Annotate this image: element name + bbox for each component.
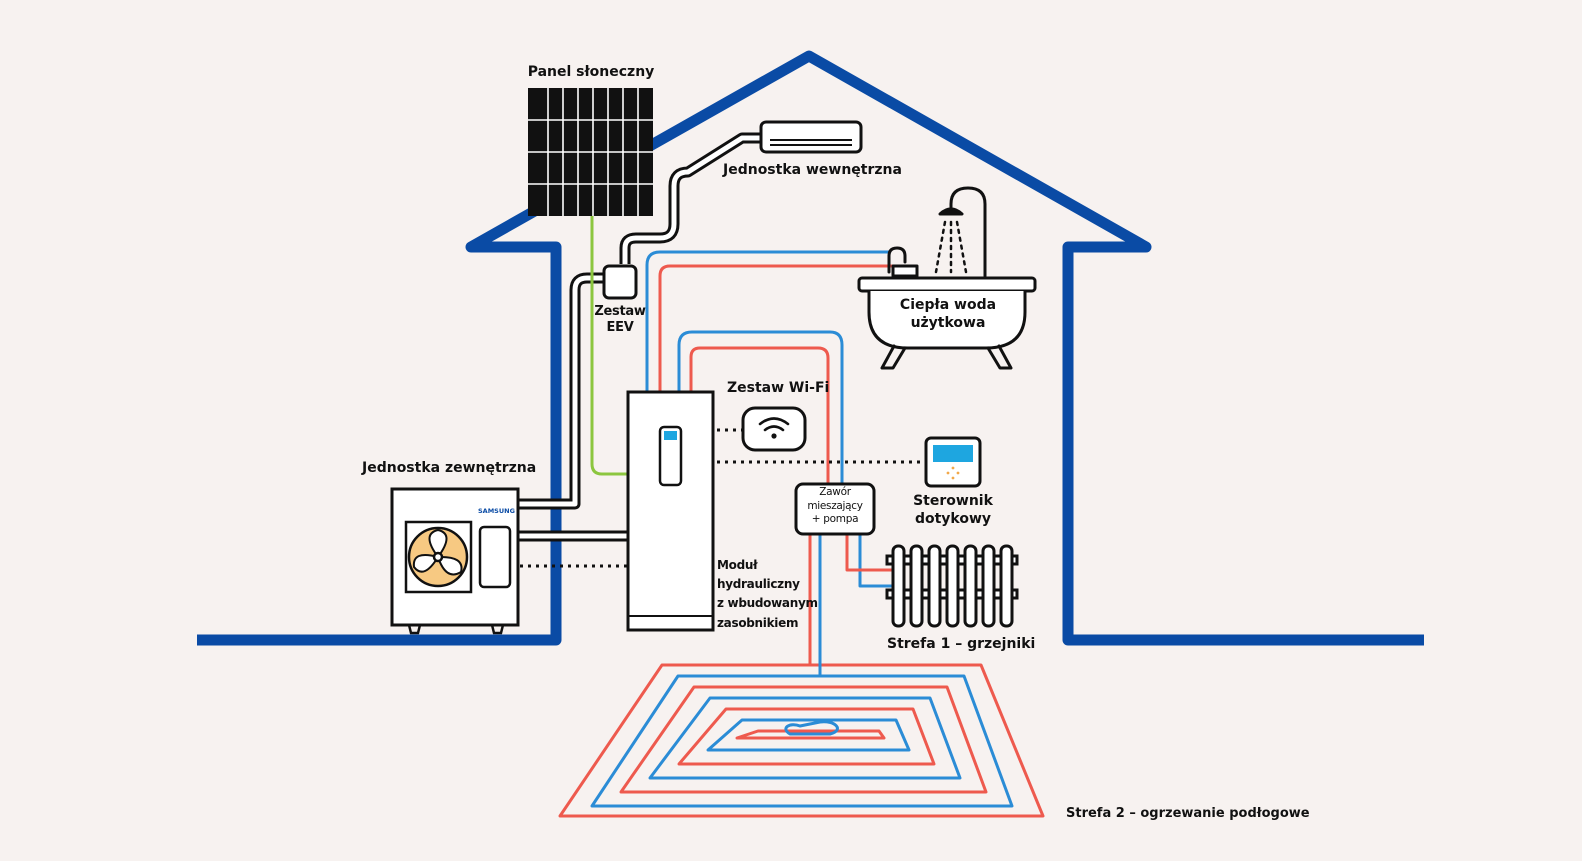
mixing-valve-label: Zawór mieszający + pompa xyxy=(796,486,874,527)
hydro-module xyxy=(626,390,715,632)
mixing-valve-label-line-1: Zawór xyxy=(819,486,851,498)
refrigerant-pipes xyxy=(516,132,762,542)
bathtub xyxy=(857,186,1037,370)
solar-panel xyxy=(528,88,653,216)
wifi-kit-label: Zestaw Wi-Fi xyxy=(727,380,830,396)
hydro-module-label-line-4: zasobnikiem xyxy=(717,615,799,630)
zone2-label: Strefa 2 – ogrzewanie podłogowe xyxy=(1066,806,1310,821)
hot-water-pipes xyxy=(645,250,896,392)
hydro-module-label: Moduł hydrauliczny z wbudowanym zasobnik… xyxy=(717,556,818,633)
floor-heating-spiral xyxy=(558,530,1045,818)
touch-controller-label-line-1: Sterownik xyxy=(913,493,993,509)
hot-water-label: Ciepła woda użytkowa xyxy=(878,297,1018,332)
communication-lines xyxy=(520,428,924,568)
hydro-module-label-line-2: hydrauliczny xyxy=(717,577,800,592)
touch-controller xyxy=(924,436,982,488)
outdoor-unit: SAMSUNG xyxy=(390,487,520,635)
eev-kit-label-line-2: EEV xyxy=(606,320,634,336)
radiator xyxy=(885,544,1019,628)
outdoor-unit-label: Jednostka zewnętrzna xyxy=(362,460,537,476)
hot-water-label-line-1: Ciepła woda xyxy=(899,297,997,313)
eev-kit-label-line-1: Zestaw xyxy=(594,304,646,319)
solar-panel-label: Panel słoneczny xyxy=(527,64,655,80)
touch-controller-label-line-2: dotykowy xyxy=(914,510,992,527)
mixing-valve-label-line-2: mieszający xyxy=(807,499,863,512)
indoor-unit xyxy=(759,120,863,154)
mixing-valve-label-line-3: + pompa xyxy=(811,513,859,526)
solar-wire xyxy=(590,216,628,476)
wifi-kit xyxy=(741,406,807,452)
eev-kit-box xyxy=(602,264,638,300)
brand-logo: SAMSUNG xyxy=(478,507,515,515)
hydro-module-label-line-1: Moduł xyxy=(717,558,758,572)
indoor-unit-label: Jednostka wewnętrzna xyxy=(723,162,902,178)
touch-controller-label: Sterownik dotykowy xyxy=(893,493,1013,528)
hot-water-label-line-2: użytkowa xyxy=(910,314,986,331)
hydro-module-label-line-3: z wbudowanym xyxy=(717,596,818,611)
fan-icon xyxy=(407,526,469,588)
zone1-label: Strefa 1 – grzejniki xyxy=(887,636,1036,652)
mixing-valve-box xyxy=(794,482,876,536)
eev-kit-label: Zestaw EEV xyxy=(590,304,650,337)
zone-pipes xyxy=(677,330,893,588)
